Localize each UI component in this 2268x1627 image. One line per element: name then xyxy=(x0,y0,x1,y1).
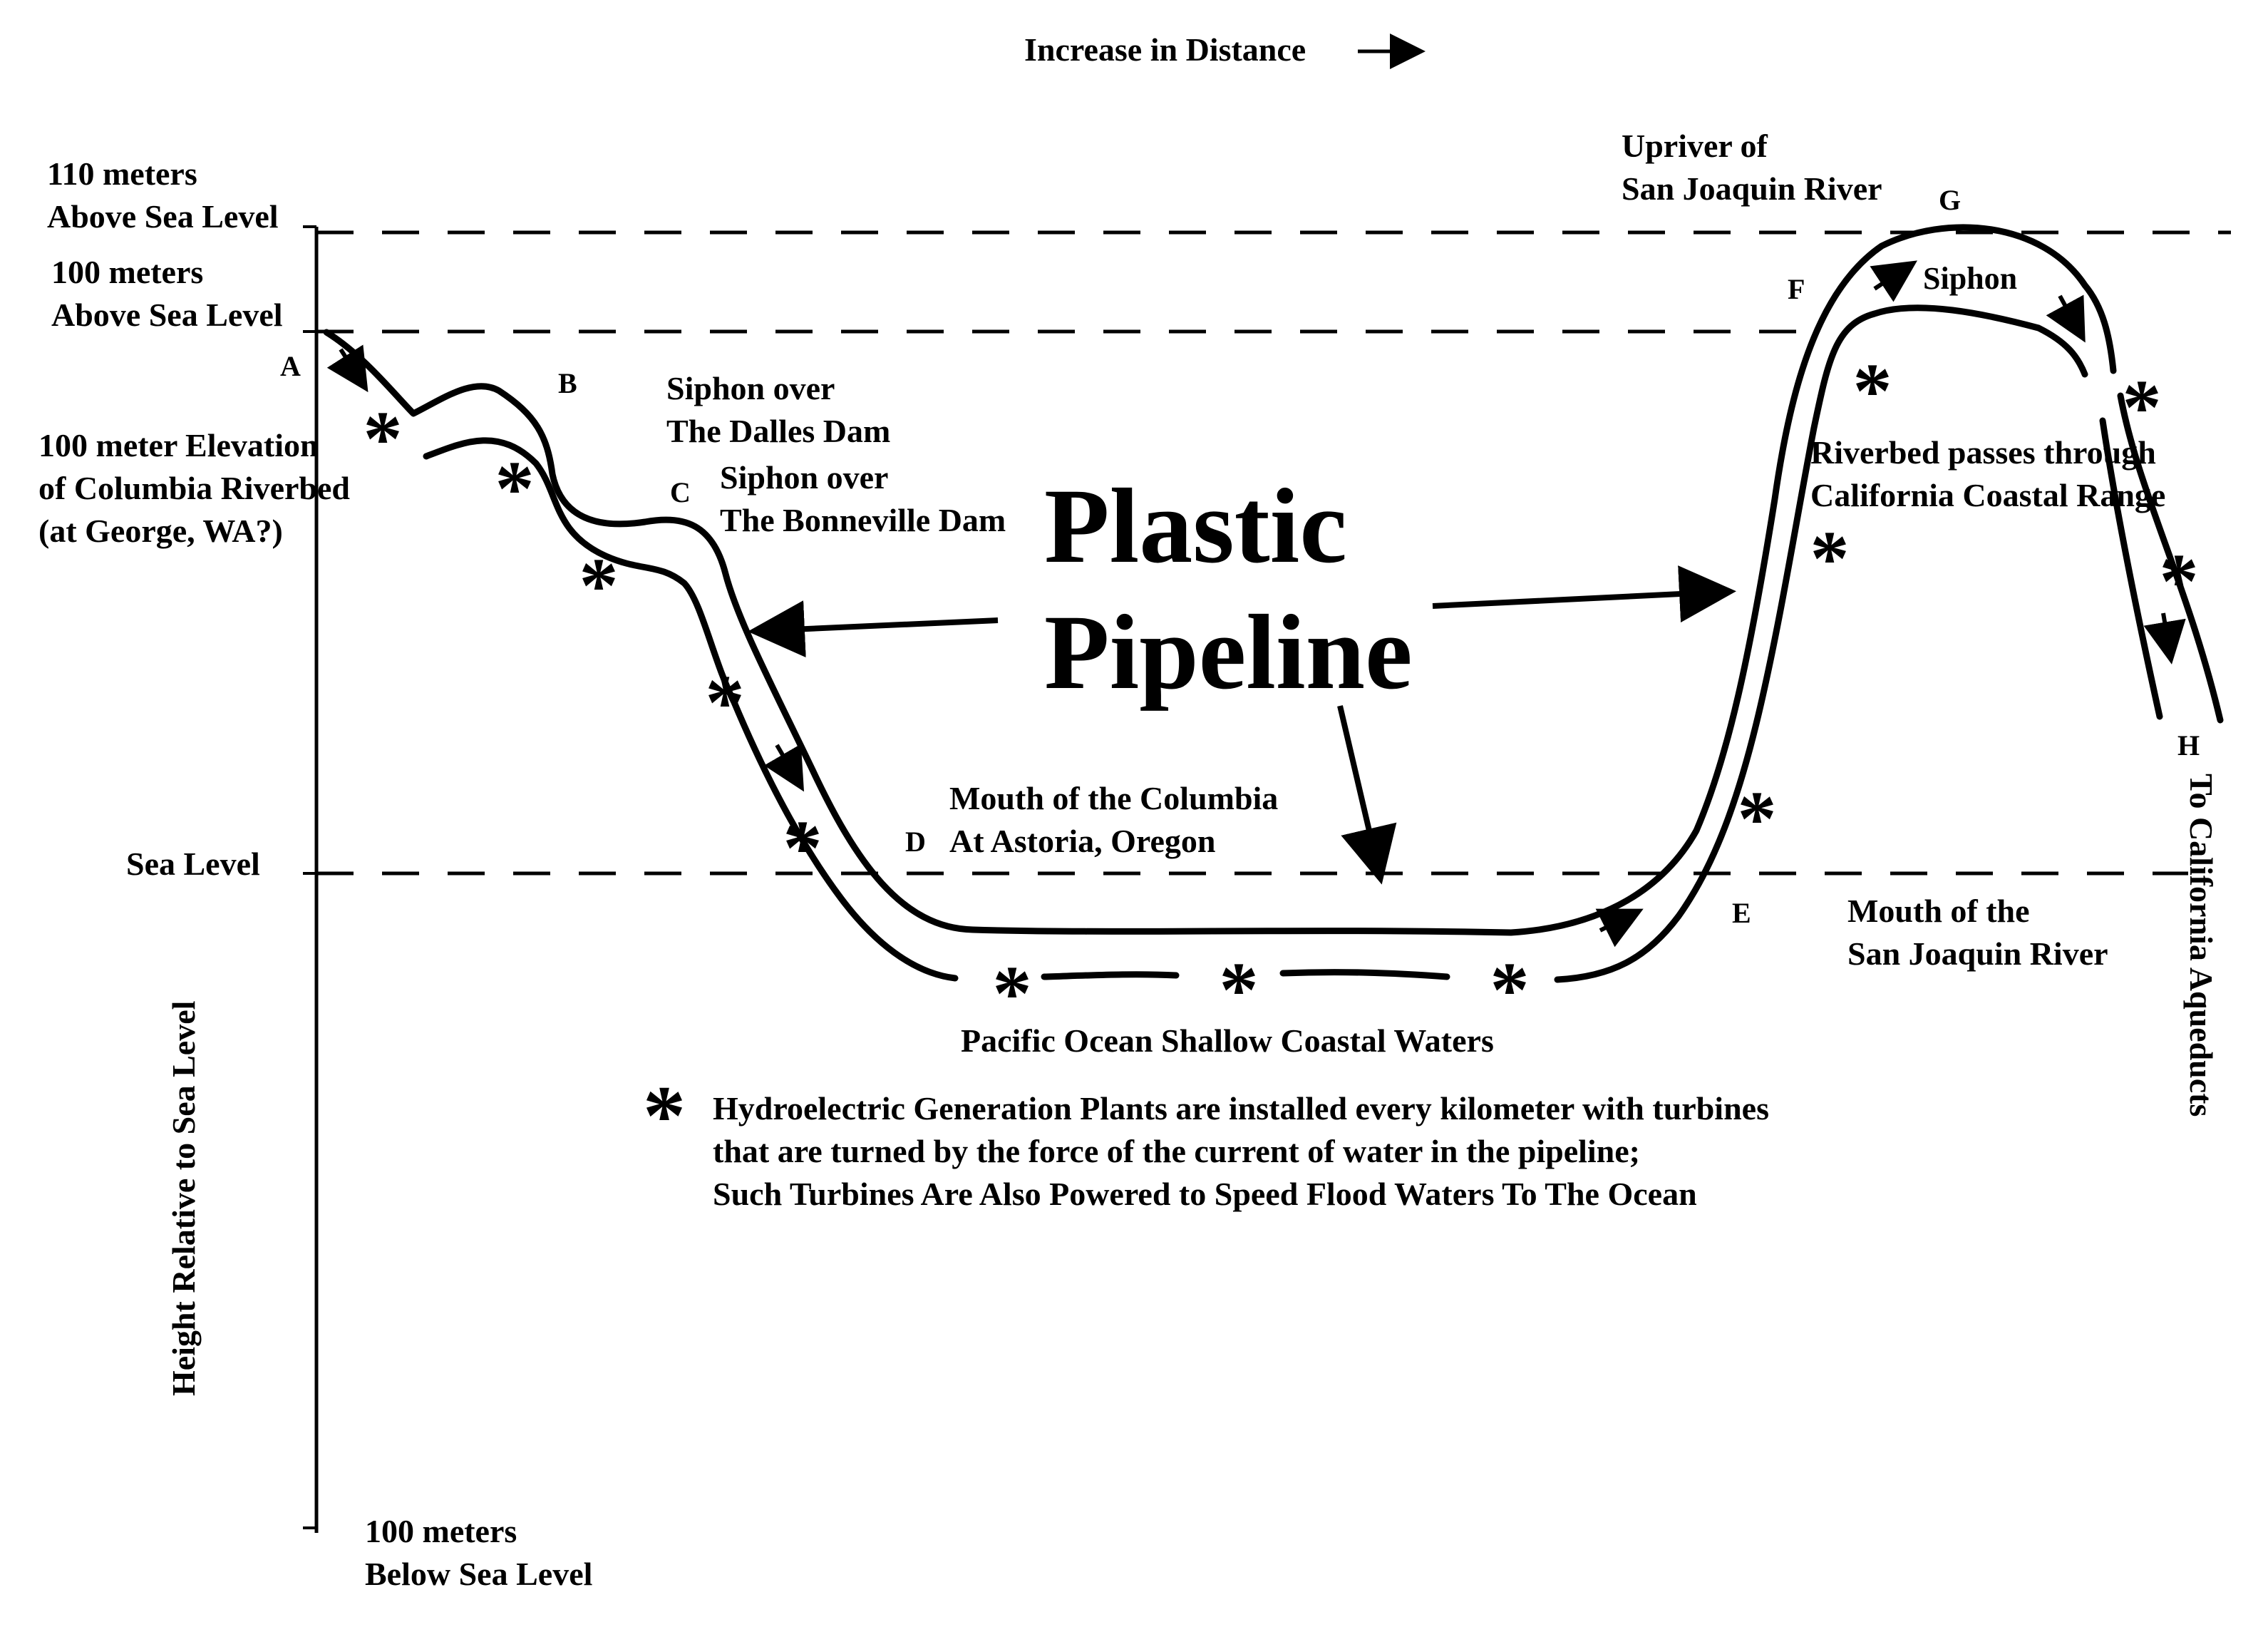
point-F: F xyxy=(1788,271,1805,308)
coastal-range-label: Riverbed passes through California Coast… xyxy=(1810,431,2165,517)
bonneville-siphon-line2: The Bonneville Dam xyxy=(720,499,1006,542)
legend-line3: Such Turbines Are Also Powered to Speed … xyxy=(713,1173,1769,1216)
point-G: G xyxy=(1939,182,1961,219)
diagram-title: Plastic Pipeline xyxy=(1044,463,1413,716)
level-label-100m-line2: Above Sea Level xyxy=(51,294,283,337)
point-B: B xyxy=(558,365,577,402)
mouth-san-joaquin-line2: San Joaquin River xyxy=(1847,933,2108,975)
point-C: C xyxy=(670,474,691,511)
point-H: H xyxy=(2177,727,2200,764)
coastal-range-line2: California Coastal Range xyxy=(1810,474,2165,517)
columbia-riverbed-line3: (at George, WA?) xyxy=(38,510,350,553)
turbine-marker: * xyxy=(1853,347,1892,434)
level-label-sea: Sea Level xyxy=(126,843,260,886)
flow-arrow xyxy=(777,745,800,784)
legend-line2: that are turned by the force of the curr… xyxy=(713,1130,1769,1173)
upriver-line1: Upriver of xyxy=(1622,125,1882,168)
point-E: E xyxy=(1732,895,1751,932)
flow-arrow xyxy=(1875,265,1910,289)
distance-label: Increase in Distance xyxy=(1024,29,1306,71)
dalles-siphon-line1: Siphon over xyxy=(666,367,890,410)
title-arrow-left xyxy=(759,620,998,631)
columbia-riverbed-line1: 100 meter Elevation xyxy=(38,424,350,467)
mouth-san-joaquin-line1: Mouth of the xyxy=(1847,890,2108,933)
turbine-marker: * xyxy=(1810,515,1850,602)
title-arrow-right xyxy=(1433,592,1725,606)
level-label-110m-line2: Above Sea Level xyxy=(47,195,279,238)
upriver-line2: San Joaquin River xyxy=(1622,168,1882,210)
diagram-title-line1: Plastic xyxy=(1044,463,1413,590)
legend-symbol: * xyxy=(643,1073,686,1159)
mouth-columbia-line2: At Astoria, Oregon xyxy=(949,820,1278,863)
level-label-110m: 110 meters Above Sea Level xyxy=(47,153,279,238)
turbine-marker: * xyxy=(579,542,619,629)
diagram-title-line2: Pipeline xyxy=(1044,590,1413,716)
turbine-marker: * xyxy=(495,445,535,532)
bonneville-siphon-label: Siphon over The Bonneville Dam xyxy=(720,456,1006,542)
mouth-columbia-line1: Mouth of the Columbia xyxy=(949,777,1278,820)
turbine-marker: * xyxy=(1738,775,1777,862)
flow-arrow xyxy=(1600,913,1636,930)
turbine-marker: * xyxy=(706,659,745,746)
legend-line1: Hydroelectric Generation Plants are inst… xyxy=(713,1087,1769,1130)
dalles-siphon-line2: The Dalles Dam xyxy=(666,410,890,453)
level-label-100m: 100 meters Above Sea Level xyxy=(51,251,283,337)
siphon-label: Siphon xyxy=(1923,258,2017,299)
point-A: A xyxy=(280,348,301,385)
bonneville-siphon-line1: Siphon over xyxy=(720,456,1006,499)
title-arrow-down xyxy=(1340,706,1379,873)
pacific-label: Pacific Ocean Shallow Coastal Waters xyxy=(961,1020,1494,1062)
point-D: D xyxy=(905,823,926,861)
level-label-below: 100 meters Below Sea Level xyxy=(365,1510,592,1596)
flow-arrow xyxy=(2060,296,2081,335)
legend-text: Hydroelectric Generation Plants are inst… xyxy=(713,1087,1769,1215)
level-label-110m-line1: 110 meters xyxy=(47,153,279,195)
turbine-marker: * xyxy=(2160,538,2199,625)
aqueducts-label: To California Aqueducts xyxy=(2180,774,2222,1117)
level-label-below-line2: Below Sea Level xyxy=(365,1553,592,1596)
level-label-100m-line1: 100 meters xyxy=(51,251,283,294)
mouth-san-joaquin-label: Mouth of the San Joaquin River xyxy=(1847,890,2108,975)
turbine-marker: * xyxy=(364,395,403,482)
level-label-below-line1: 100 meters xyxy=(365,1510,592,1553)
upriver-label: Upriver of San Joaquin River xyxy=(1622,125,1882,210)
mouth-columbia-label: Mouth of the Columbia At Astoria, Oregon xyxy=(949,777,1278,863)
turbine-marker: * xyxy=(1490,946,1530,1033)
columbia-riverbed-label: 100 meter Elevation of Columbia Riverbed… xyxy=(38,424,350,552)
dalles-siphon-label: Siphon over The Dalles Dam xyxy=(666,367,890,453)
y-axis-title: Height Relative to Sea Level xyxy=(163,1001,205,1396)
columbia-riverbed-line2: of Columbia Riverbed xyxy=(38,467,350,510)
turbine-marker: * xyxy=(783,804,823,891)
coastal-range-line1: Riverbed passes through xyxy=(1810,431,2165,474)
